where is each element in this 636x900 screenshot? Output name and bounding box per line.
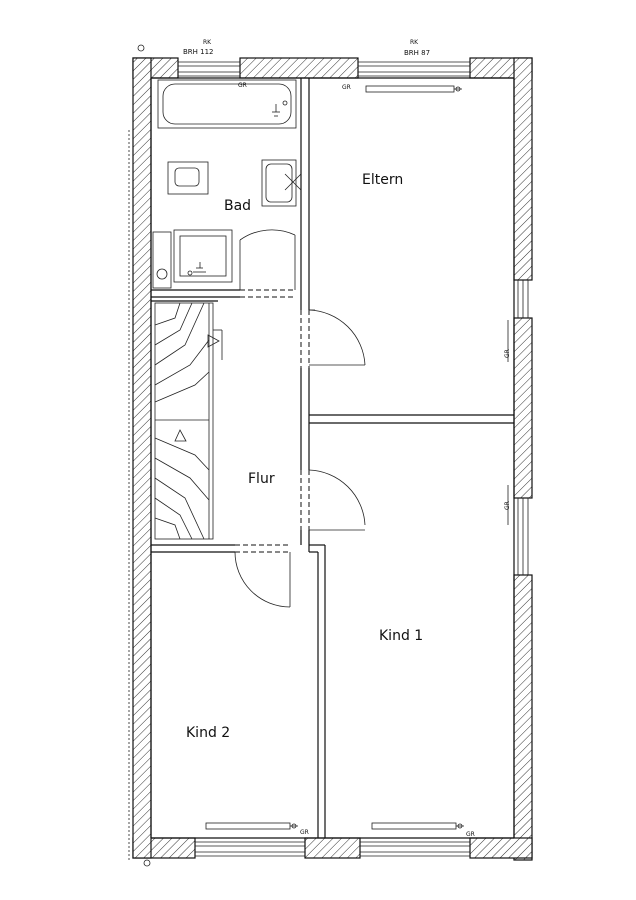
room-label-kind2: Kind 2 xyxy=(186,725,230,741)
window-label-left-brh: BRH 112 xyxy=(183,48,214,56)
room-label-bad: Bad xyxy=(224,198,251,214)
radiator-label-kind2: GR xyxy=(300,829,309,836)
radiator-label-right-upper: GR xyxy=(504,349,511,358)
staircase xyxy=(154,302,223,540)
exterior-walls xyxy=(132,57,533,861)
window-label-right-brh: BRH 87 xyxy=(404,49,430,57)
interior-walls xyxy=(150,77,515,839)
radiator-label-kind1: GR xyxy=(466,831,475,838)
radiator-eltern-top xyxy=(365,85,462,93)
window-label-left-rk: RK xyxy=(203,39,212,46)
toilet xyxy=(167,161,209,195)
door-kind1 xyxy=(308,469,366,531)
washbasin xyxy=(173,229,233,283)
radiator-kind2-bottom xyxy=(205,822,298,830)
door-eltern xyxy=(308,309,366,366)
reference-circle-bottom xyxy=(143,859,151,867)
radiator-label-right-lower: GR xyxy=(504,501,511,510)
room-label-flur: Flur xyxy=(248,471,275,487)
window-top-right xyxy=(358,61,470,77)
shower-tray xyxy=(261,159,302,207)
window-bottom-left xyxy=(195,841,305,857)
room-label-kind1: Kind 1 xyxy=(379,628,423,644)
bathtub xyxy=(157,79,297,129)
window-right-upper xyxy=(517,280,529,318)
radiator-label-eltern: GR xyxy=(342,84,351,91)
window-label-right: RK BRH 87 xyxy=(404,39,430,57)
window-top-left xyxy=(178,61,240,77)
radiator-kind1-bottom xyxy=(371,822,464,830)
window-label-right-rk: RK xyxy=(410,39,419,46)
room-label-eltern: Eltern xyxy=(362,172,403,188)
bath-door xyxy=(239,229,296,290)
reference-circle-top xyxy=(137,44,145,52)
door-kind2 xyxy=(234,551,291,608)
bath-cabinet xyxy=(152,231,172,289)
door-openings xyxy=(235,289,310,553)
window-label-left: RK BRH 112 xyxy=(183,39,214,56)
radiator-label-bad: GR xyxy=(238,82,247,89)
window-bottom-right xyxy=(360,841,470,857)
window-right-lower xyxy=(517,498,529,575)
